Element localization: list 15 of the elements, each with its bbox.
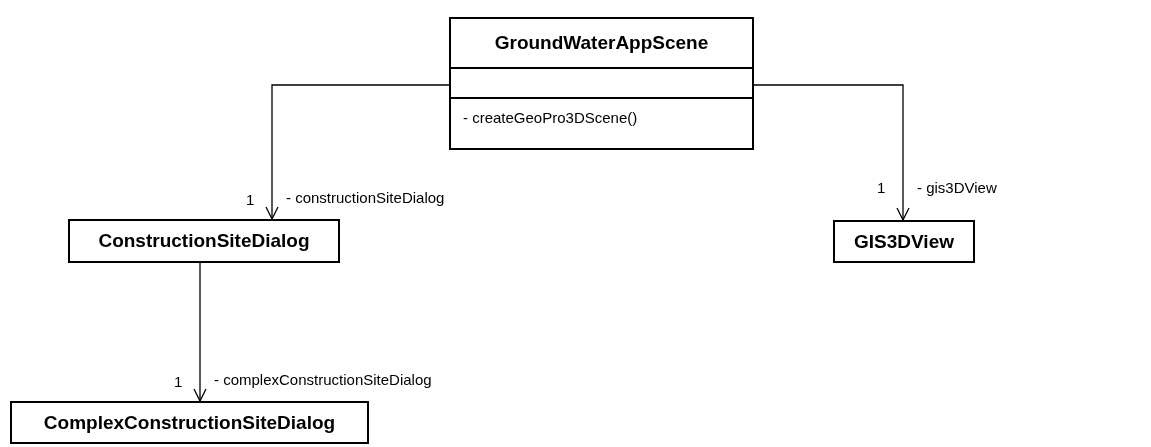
association-arrow <box>193 262 207 402</box>
association-arrow <box>265 84 450 220</box>
role-label: - gis3DView <box>917 179 997 196</box>
class-box <box>449 17 754 150</box>
method-text: - createGeoPro3DScene() <box>462 108 639 126</box>
class-box <box>833 220 975 263</box>
class-box <box>10 401 369 444</box>
role-label: - complexConstructionSiteDialog <box>214 371 432 388</box>
role-label: - constructionSiteDialog <box>286 189 445 206</box>
class-name: ConstructionSiteDialog <box>98 230 310 252</box>
association-arrow <box>753 84 910 221</box>
class-name: ComplexConstructionSiteDialog <box>43 411 336 434</box>
class-name: GroundWaterAppScene <box>494 32 709 54</box>
class-box <box>68 219 340 263</box>
class-name: GIS3DView <box>854 230 954 253</box>
